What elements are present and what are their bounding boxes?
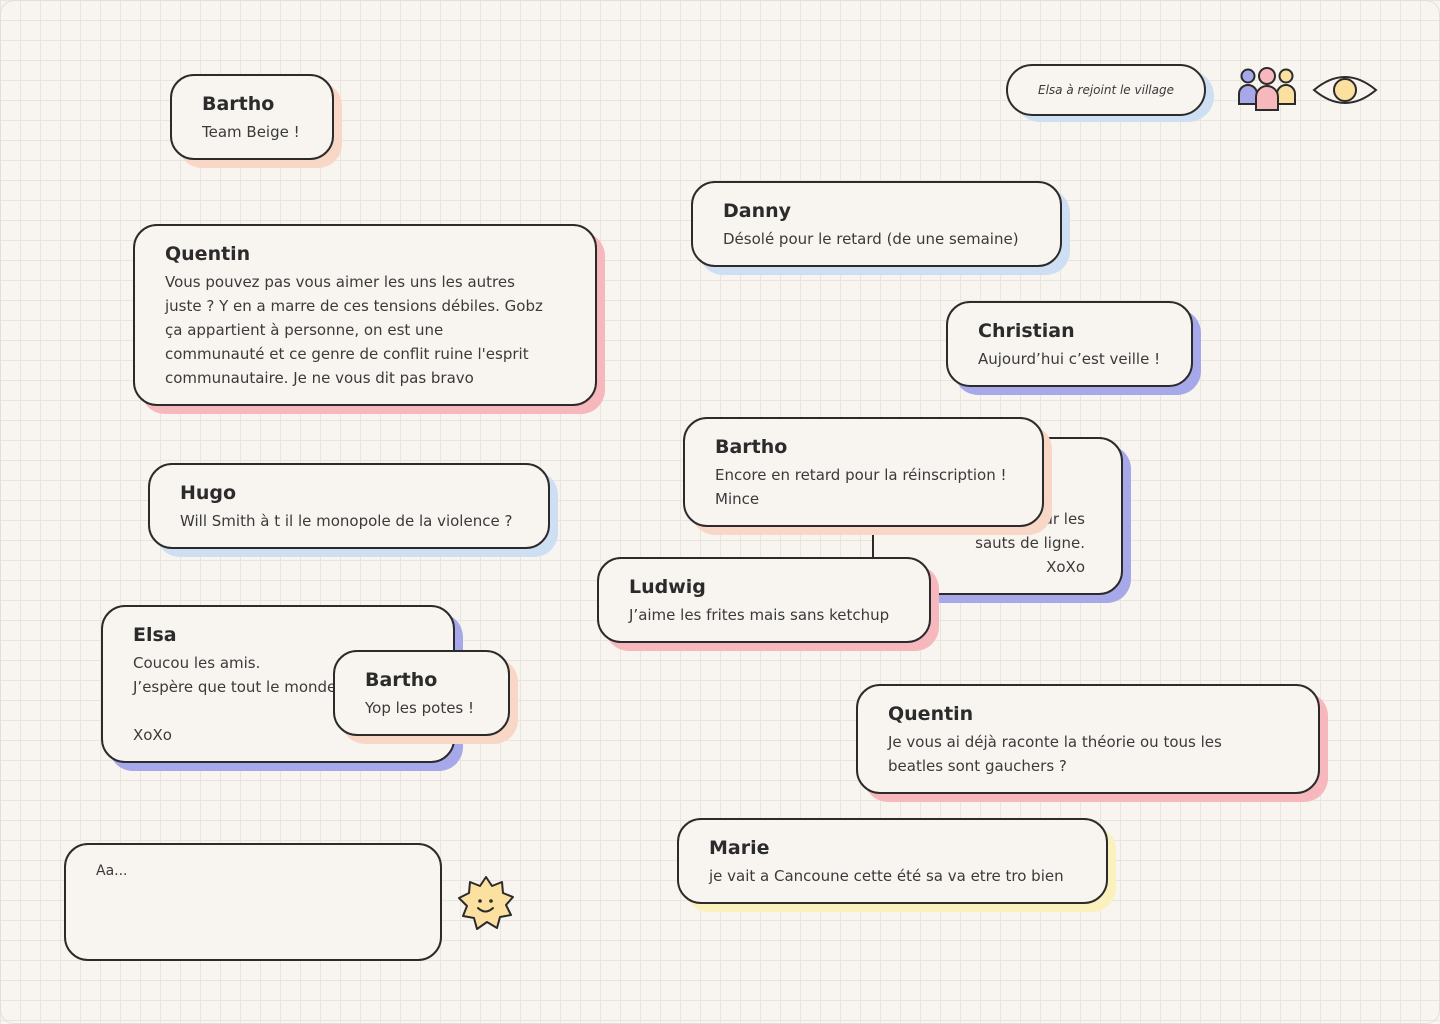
message-text: Will Smith à t il le monopole de la viol… [180,512,513,530]
smiley-sun-icon[interactable] [456,874,516,934]
message-text: Je vous ai déjà raconte la théorie ou to… [888,733,1222,775]
message-author: Bartho [715,436,788,458]
message-bubble: Ludwig J’aime les frites mais sans ketch… [597,557,931,643]
message-author: Hugo [180,482,237,504]
message-input[interactable]: Aa... [64,843,442,961]
message-author: Christian [978,320,1075,342]
message-bubble: Quentin Vous pouvez pas vous aimer les u… [133,224,597,406]
message-text: pour les sauts de ligne. XoXo [975,510,1085,576]
message-text: je vait a Cancoune cette été sa va etre … [709,867,1064,885]
message-author: Elsa [133,624,177,646]
message-text: Encore en retard pour la réinscription !… [715,466,1007,508]
message-bubble: Quentin Je vous ai déjà raconte la théor… [856,684,1320,794]
message-text: Coucou les amis. J’espère que tout le mo… [133,654,337,744]
message-author: Quentin [165,243,251,265]
message-author: Danny [723,200,792,222]
message-author: Bartho [202,93,275,115]
message-bubble: Christian Aujourd’hui c’est veille ! [946,301,1193,387]
message-bubble: Bartho Encore en retard pour la réinscri… [683,417,1044,527]
message-bubble: Bartho Team Beige ! [170,74,334,160]
message-text: Team Beige ! [202,123,300,141]
group-icon[interactable] [1236,66,1298,114]
join-notification: Elsa à rejoint le village [1006,64,1206,116]
message-bubble: Bartho Yop les potes ! [333,650,510,736]
message-text: Aujourd’hui c’est veille ! [978,350,1161,368]
message-text: J’aime les frites mais sans ketchup [629,606,890,624]
message-bubble: Marie je vait a Cancoune cette été sa va… [677,818,1108,904]
message-author: Bartho [365,669,438,691]
message-text: Désolé pour le retard (de une semaine) [723,230,1019,248]
message-author: Marie [709,837,770,859]
message-author: Ludwig [629,576,706,598]
message-author: Quentin [888,703,974,725]
eye-icon[interactable] [1312,70,1378,110]
message-bubble: Danny Désolé pour le retard (de une sema… [691,181,1062,267]
message-text: Yop les potes ! [365,699,475,717]
message-bubble: Hugo Will Smith à t il le monopole de la… [148,463,550,549]
message-input-placeholder: Aa... [96,863,128,879]
join-notification-text: Elsa à rejoint le village [1038,83,1174,97]
message-text: Vous pouvez pas vous aimer les uns les a… [165,273,543,387]
